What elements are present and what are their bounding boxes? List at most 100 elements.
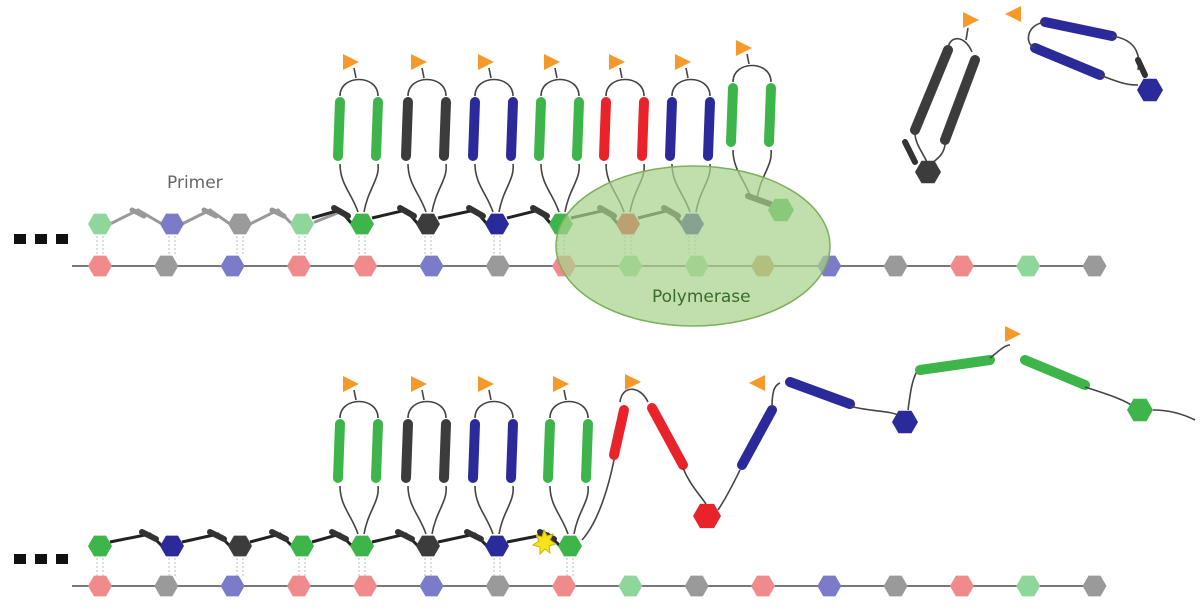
incorporated-base: [290, 535, 314, 557]
free-nucleotides: [902, 6, 1163, 184]
template-base: [817, 575, 842, 597]
free-base: [1137, 78, 1163, 102]
primer-tab: [269, 207, 287, 219]
primer-backbone: [313, 210, 342, 224]
linker: [1152, 409, 1196, 421]
dye-triangle-icon: [478, 54, 494, 70]
nucleotide-arm: [543, 419, 555, 483]
template-base: [353, 575, 378, 597]
free-tab: [1135, 57, 1148, 78]
primer-backbone: [109, 208, 163, 226]
incorporated-base: [160, 535, 184, 557]
nucleotide-arm: [468, 97, 480, 161]
loop: [771, 382, 781, 409]
loop: [1027, 21, 1046, 49]
backbone-tab: [395, 529, 415, 542]
dye-triangle-icon: [411, 54, 427, 70]
template-base: [154, 255, 179, 277]
dye-link: [353, 67, 357, 79]
linker: [339, 485, 359, 535]
dye-link: [488, 67, 492, 79]
dye-link: [488, 389, 492, 401]
loop: [989, 344, 1011, 359]
template-base: [88, 255, 112, 277]
dye-triangle-icon: [478, 376, 494, 392]
primer-base: [290, 213, 314, 235]
loop: [549, 400, 589, 419]
backbone-tab: [331, 205, 351, 219]
dye-triangle-icon: [544, 54, 560, 70]
loop: [605, 78, 645, 97]
dye-triangle-icon: [1005, 326, 1021, 342]
template-base: [286, 575, 311, 597]
dye-triangle-icon: [343, 376, 359, 392]
template-base: [220, 255, 245, 277]
nucleotide-arm: [333, 97, 345, 161]
incorporated-base: [485, 213, 509, 235]
template-base: [88, 575, 112, 597]
cleavage-star-icon: [531, 528, 558, 556]
dye-triangle-icon: [749, 375, 765, 391]
incorporated-base: [228, 535, 252, 557]
free-arm: [1030, 43, 1105, 80]
primer-base: [88, 213, 112, 235]
free-arm: [1040, 17, 1117, 41]
primer-strand: [88, 207, 342, 256]
primer-tab: [129, 207, 147, 219]
linker: [549, 485, 569, 535]
dye-link: [421, 389, 425, 401]
template-base: [419, 575, 444, 597]
nucleotide-arm: [439, 419, 451, 483]
primer-tab: [201, 207, 219, 219]
incorporated-base: [558, 535, 582, 557]
linker: [682, 467, 707, 505]
loop: [474, 78, 514, 97]
dye-link: [554, 67, 558, 79]
linker: [849, 405, 901, 417]
template-base: [1016, 575, 1041, 597]
primer-label: Primer: [167, 173, 223, 193]
loop: [732, 64, 772, 83]
template-base: [220, 575, 245, 597]
dye-triangle-icon: [675, 54, 691, 70]
template-base: [883, 575, 908, 597]
chain-arm: [737, 405, 777, 470]
chain-arm: [647, 403, 688, 470]
loop: [671, 78, 711, 97]
template-base: [485, 575, 510, 597]
nucleotide-arm: [371, 97, 383, 161]
linker: [1111, 35, 1140, 71]
dye-link: [353, 389, 357, 401]
dye-triangle-icon: [609, 54, 625, 70]
linker: [407, 485, 427, 535]
nucleotide-arm: [401, 97, 413, 161]
chain-arm: [609, 405, 629, 460]
linker: [1099, 74, 1139, 86]
template-base: [618, 575, 643, 597]
nucleotide-arm: [764, 83, 776, 147]
linker: [1084, 386, 1137, 409]
nucleotide-arm: [371, 419, 383, 483]
linker: [431, 485, 447, 535]
template-base: [419, 255, 444, 277]
nucleotide-arm: [726, 83, 738, 147]
nucleotide-arm: [581, 419, 593, 483]
incorporated-base: [416, 213, 440, 235]
nucleotide-arm: [703, 97, 715, 161]
linker: [339, 163, 359, 213]
template-strand-bottom: [88, 575, 1107, 597]
primer-backbone: [181, 208, 231, 226]
nucleotide-arm: [506, 97, 518, 161]
dye-triangle-icon: [553, 376, 569, 392]
template-base: [1082, 575, 1107, 597]
dye-triangle-icon: [736, 40, 752, 56]
linker: [573, 485, 589, 535]
linker: [498, 163, 514, 213]
template-base: [154, 575, 179, 597]
backbone-tab: [464, 529, 484, 542]
dye-link: [563, 389, 567, 401]
nucleotide-arm: [572, 97, 584, 161]
chain-base: [1127, 398, 1153, 422]
primer-base: [160, 213, 184, 235]
